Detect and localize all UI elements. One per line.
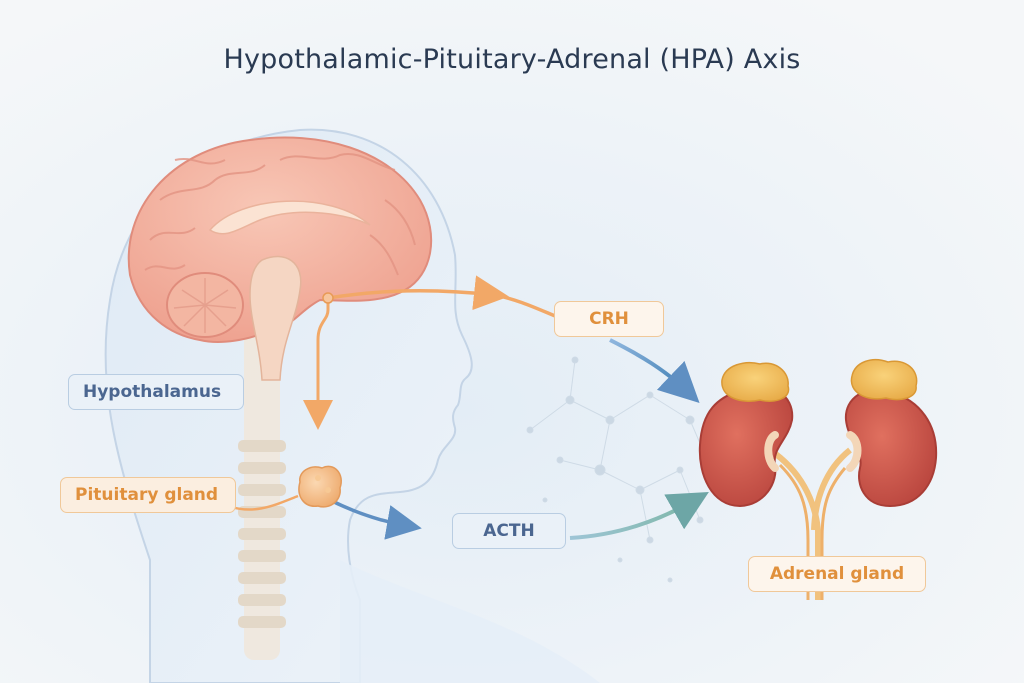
acth-label: ACTH — [452, 513, 566, 549]
crh-label: CRH — [554, 301, 664, 337]
network-decoration — [526, 356, 709, 583]
kidneys — [698, 358, 938, 600]
pituitary-gland — [298, 465, 342, 508]
shoulder — [340, 560, 600, 683]
left-kidney — [698, 385, 794, 508]
adrenal-label: Adrenal gland — [748, 556, 926, 592]
right-kidney — [844, 388, 938, 508]
crh-arrow — [327, 275, 509, 311]
acth-to-adrenal-arrow — [569, 492, 709, 540]
hypothalamus-label: Hypothalamus — [68, 374, 244, 410]
left-adrenal-gland — [721, 361, 790, 402]
hypo-to-pituitary-arrow — [303, 298, 333, 430]
right-adrenal-gland — [850, 358, 918, 401]
acth-arrow — [329, 498, 422, 540]
spine — [238, 330, 286, 660]
brain — [127, 136, 433, 381]
hypothalamus-dot — [322, 292, 334, 304]
pituitary-label: Pituitary gland — [60, 477, 236, 513]
diagram-title: Hypothalamic-Pituitary-Adrenal (HPA) Axi… — [223, 44, 801, 75]
crh-to-adrenal-arrow — [609, 338, 700, 404]
